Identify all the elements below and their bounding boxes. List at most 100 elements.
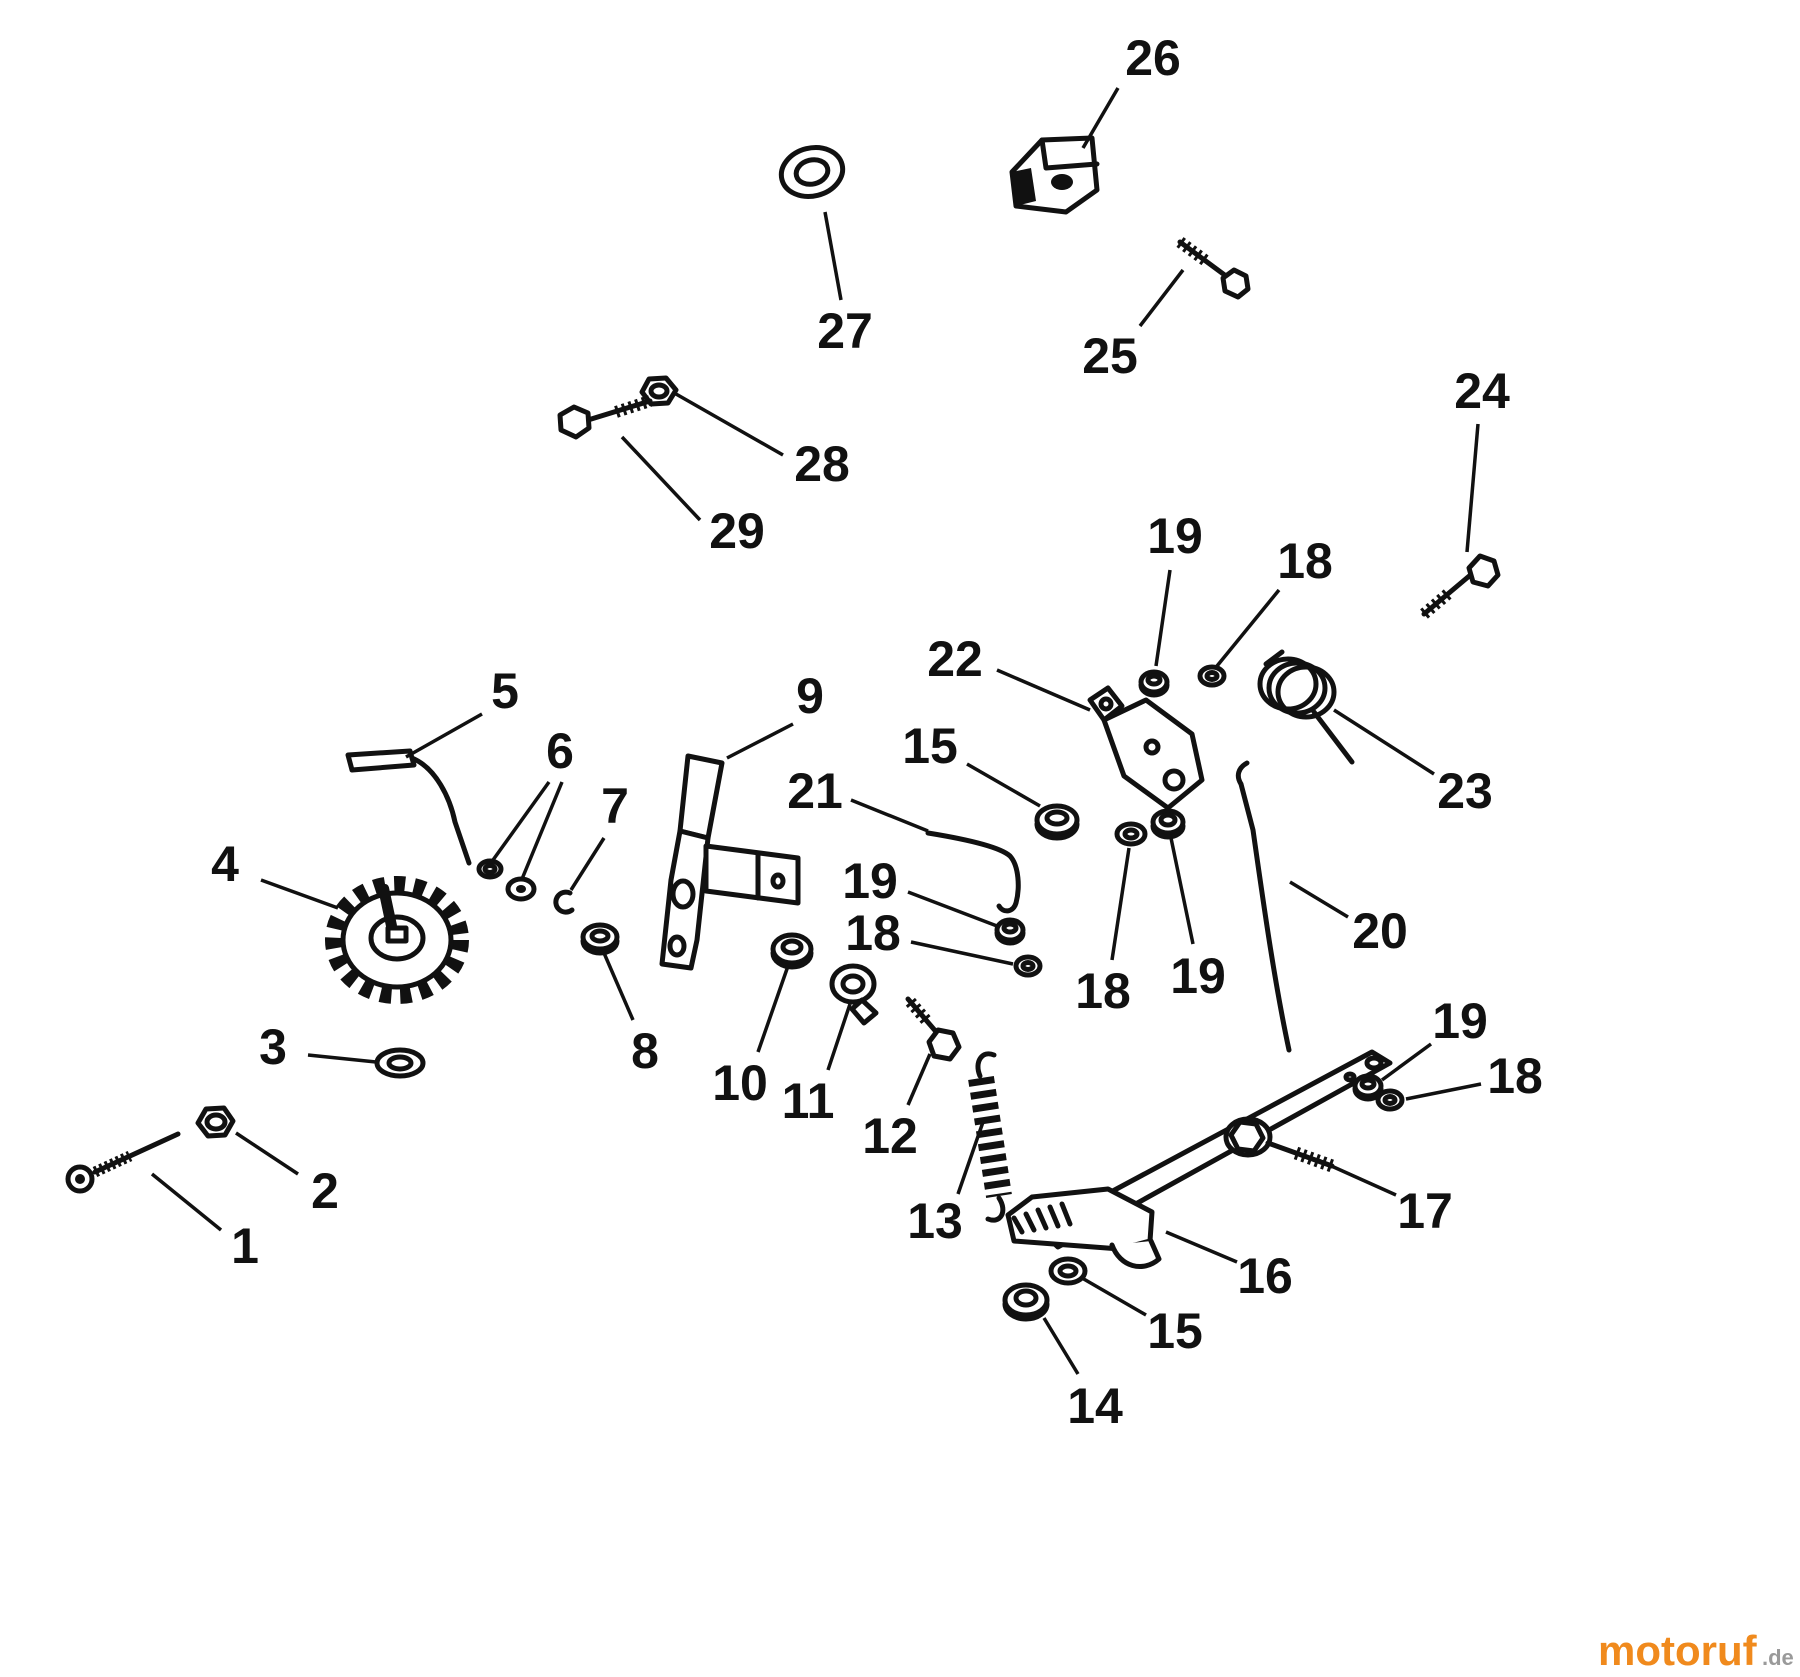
leader-line-18-18-0	[910, 940, 1014, 966]
callout-label-10-24: 10	[712, 1055, 768, 1111]
leader-line-6-12-0	[491, 780, 551, 862]
leader-line-2-29-0	[235, 1131, 299, 1176]
part-clamp-26	[1009, 135, 1100, 215]
parts-layer	[65, 135, 1501, 1322]
leader-line-18-28-0	[1405, 1082, 1482, 1101]
callout-label-28-4: 28	[794, 436, 850, 492]
callout-label-5-10: 5	[491, 663, 519, 719]
leader-line-26-0-0	[1081, 87, 1120, 149]
part-spring-13	[968, 1051, 1012, 1223]
callout-label-21-14: 21	[787, 763, 843, 819]
leader-line-12-26-0	[906, 1053, 932, 1106]
leader-line-19-6-0	[1154, 569, 1172, 667]
callout-label-15-13: 15	[902, 718, 958, 774]
part-governor-rod-5	[345, 748, 472, 866]
part-lever-arm-16	[1005, 1049, 1393, 1269]
callout-label-23-9: 23	[1437, 763, 1493, 819]
leader-line-25-2-0	[1138, 268, 1185, 328]
part-washer-18a	[1197, 664, 1227, 688]
part-washer-15b	[1048, 1256, 1088, 1286]
leader-line-10-24-0	[756, 965, 790, 1053]
leader-line-8-22-0	[602, 952, 635, 1021]
part-rod-20	[1235, 760, 1292, 1053]
leader-line-4-16-0	[260, 878, 339, 910]
callout-label-11-25: 11	[782, 1073, 835, 1129]
part-gear-4	[325, 876, 469, 1004]
callout-label-2-29: 2	[311, 1163, 339, 1219]
part-torsion-spring-23	[1257, 649, 1355, 765]
leader-line-18-7-0	[1215, 588, 1281, 668]
leader-line-6-12-1	[520, 781, 564, 880]
watermark: motoruf .de	[1598, 1627, 1794, 1674]
part-link-rod-21	[925, 830, 1021, 914]
leader-line-14-35-0	[1042, 1317, 1080, 1375]
callout-label-9-11: 9	[796, 668, 824, 724]
part-nut-19b	[994, 917, 1026, 946]
leader-line-19-20-0	[1169, 837, 1195, 945]
leader-line-28-4-0	[675, 392, 784, 457]
callout-label-24-3: 24	[1454, 363, 1510, 419]
leader-line-5-10-0	[405, 712, 483, 759]
leader-line-24-3-0	[1465, 423, 1480, 553]
callout-label-7-15: 7	[601, 778, 629, 834]
callout-label-12-26: 12	[862, 1108, 918, 1164]
leader-line-29-5-0	[620, 435, 702, 522]
part-shoulder-screw-11	[829, 963, 879, 1026]
callout-label-18-7: 18	[1277, 533, 1333, 589]
callout-label-18-28: 18	[1487, 1048, 1543, 1104]
callout-label-22-8: 22	[927, 631, 983, 687]
callout-label-18-18: 18	[845, 905, 901, 961]
callout-label-3-23: 3	[259, 1019, 287, 1075]
callout-label-19-17: 19	[842, 853, 898, 909]
leader-line-19-17-0	[907, 890, 998, 928]
part-washer-18c	[1114, 821, 1148, 847]
callout-label-20-21: 20	[1352, 903, 1408, 959]
callout-label-26-0: 26	[1125, 30, 1181, 86]
callout-label-17-31: 17	[1397, 1183, 1453, 1239]
part-nut-15a	[1034, 803, 1080, 841]
leader-line-1-32-0	[150, 1172, 223, 1232]
callout-label-14-35: 14	[1067, 1378, 1123, 1434]
callout-label-8-22: 8	[631, 1023, 659, 1079]
watermark-suffix: .de	[1762, 1645, 1794, 1670]
callout-label-4-16: 4	[211, 836, 239, 892]
callout-label-13-30: 13	[907, 1193, 963, 1249]
callout-label-19-6: 19	[1147, 508, 1203, 564]
leader-line-21-14-0	[850, 798, 929, 833]
part-retaining-clip-7	[553, 889, 575, 915]
leader-line-17-31-0	[1317, 1158, 1397, 1197]
callout-label-27-1: 27	[817, 303, 873, 359]
part-nut-14	[1002, 1282, 1050, 1322]
callout-label-18-19: 18	[1075, 963, 1131, 1019]
leader-line-7-15-0	[569, 837, 606, 891]
callout-label-15-34: 15	[1147, 1303, 1203, 1359]
leader-line-11-25-0	[826, 1003, 852, 1071]
part-washer-3	[374, 1047, 426, 1079]
part-washer-18b	[1013, 954, 1043, 978]
callout-label-29-5: 29	[709, 503, 765, 559]
callout-label-6-12: 6	[546, 723, 574, 779]
callout-label-1-32: 1	[231, 1218, 259, 1274]
leader-line-16-33-0	[1165, 1230, 1238, 1264]
leader-line-18-19-0	[1110, 847, 1131, 961]
part-bolt-12	[903, 995, 962, 1062]
callout-label-25-2: 25	[1082, 328, 1138, 384]
part-screw-1	[65, 1131, 181, 1194]
leader-line-3-23-0	[307, 1053, 377, 1064]
part-governor-lever-9	[659, 753, 801, 971]
part-grommet-27	[778, 145, 846, 199]
part-bolt-24	[1420, 553, 1501, 619]
leader-line-27-1-0	[823, 211, 843, 301]
leader-line-13-30-0	[956, 1121, 985, 1195]
part-nut-10	[770, 932, 814, 970]
part-nut-19c	[1150, 808, 1186, 840]
part-nut-19a	[1138, 669, 1170, 698]
leader-line-15-34-0	[1081, 1276, 1147, 1317]
part-washers-6	[476, 858, 537, 902]
leader-line-19-27-0	[1380, 1042, 1433, 1082]
leader-line-23-9-0	[1333, 708, 1435, 776]
callout-label-19-27: 19	[1432, 993, 1488, 1049]
